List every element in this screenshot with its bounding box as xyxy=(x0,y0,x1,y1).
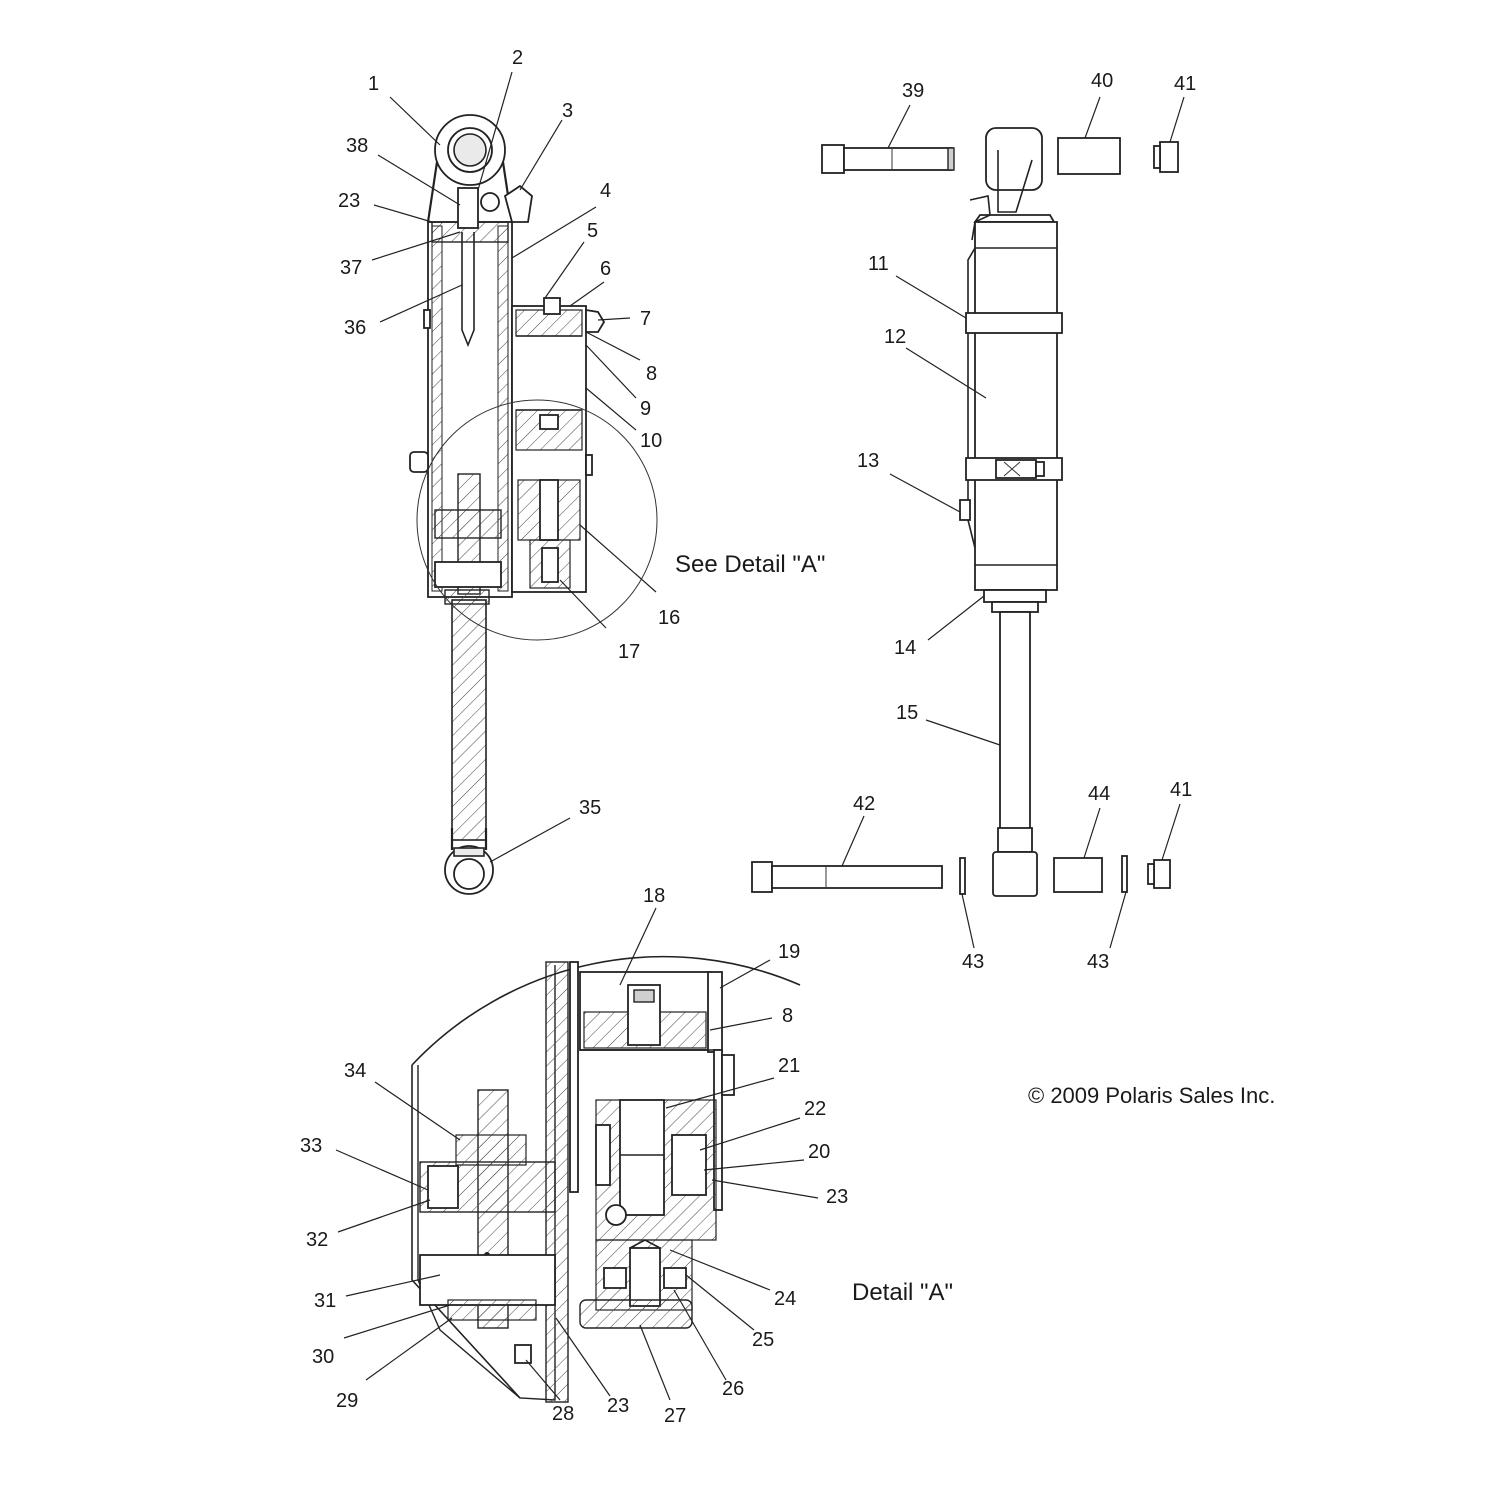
callout-20: 20 xyxy=(808,1141,830,1163)
callout-3: 3 xyxy=(562,100,573,122)
callout-24: 24 xyxy=(774,1288,796,1310)
callout-16: 16 xyxy=(658,607,680,629)
callout-33: 33 xyxy=(300,1135,322,1157)
callout-39: 39 xyxy=(902,80,924,102)
callout-42: 42 xyxy=(853,793,875,815)
callout-35: 35 xyxy=(579,797,601,819)
callout-31: 31 xyxy=(314,1290,336,1312)
callout-8: 8 xyxy=(646,363,657,385)
callout-40: 40 xyxy=(1091,70,1113,92)
callout-14: 14 xyxy=(894,637,916,659)
callout-34: 34 xyxy=(344,1060,366,1082)
callout-37: 37 xyxy=(340,257,362,279)
exterior-shock-view xyxy=(751,127,1179,897)
callout-8-detail: 8 xyxy=(782,1005,793,1027)
callout-1: 1 xyxy=(368,73,379,95)
callout-15: 15 xyxy=(896,702,918,724)
callout-9: 9 xyxy=(640,398,651,420)
callout-43-left: 43 xyxy=(962,951,984,973)
callout-21: 21 xyxy=(778,1055,800,1077)
callout-19: 19 xyxy=(778,941,800,963)
callout-7: 7 xyxy=(640,308,651,330)
callout-25: 25 xyxy=(752,1329,774,1351)
callout-10: 10 xyxy=(640,430,662,452)
callout-44: 44 xyxy=(1088,783,1110,805)
callout-23-detail-bottom: 23 xyxy=(607,1395,629,1417)
leader-lines xyxy=(335,71,1185,1401)
callout-41-top: 41 xyxy=(1174,73,1196,95)
sectioned-shock-view xyxy=(409,114,658,895)
callout-18: 18 xyxy=(643,885,665,907)
callout-26: 26 xyxy=(722,1378,744,1400)
see-detail-a-caption: See Detail "A" xyxy=(675,551,825,578)
callout-30: 30 xyxy=(312,1346,334,1368)
detail-a-view xyxy=(411,955,801,1403)
callout-23-detail-right: 23 xyxy=(826,1186,848,1208)
callout-2: 2 xyxy=(512,47,523,69)
callout-4: 4 xyxy=(600,180,611,202)
callout-43-right: 43 xyxy=(1087,951,1109,973)
callout-29: 29 xyxy=(336,1390,358,1412)
callout-36: 36 xyxy=(344,317,366,339)
callout-38: 38 xyxy=(346,135,368,157)
callout-22: 22 xyxy=(804,1098,826,1120)
callout-11: 11 xyxy=(868,253,889,275)
callout-5: 5 xyxy=(587,220,598,242)
copyright-notice: © 2009 Polaris Sales Inc. xyxy=(1028,1083,1275,1108)
callout-17: 17 xyxy=(618,641,640,663)
callout-41-bottom: 41 xyxy=(1170,779,1192,801)
callout-labels: 1 2 3 4 5 6 7 8 9 10 16 17 38 23 37 36 3… xyxy=(300,47,1196,1427)
callout-28: 28 xyxy=(552,1403,574,1425)
callout-12: 12 xyxy=(884,326,906,348)
callout-23-top: 23 xyxy=(338,190,360,212)
callout-27: 27 xyxy=(664,1405,686,1427)
callout-32: 32 xyxy=(306,1229,328,1251)
callout-6: 6 xyxy=(600,258,611,280)
callout-13: 13 xyxy=(857,450,879,472)
detail-a-caption: Detail "A" xyxy=(852,1279,953,1306)
